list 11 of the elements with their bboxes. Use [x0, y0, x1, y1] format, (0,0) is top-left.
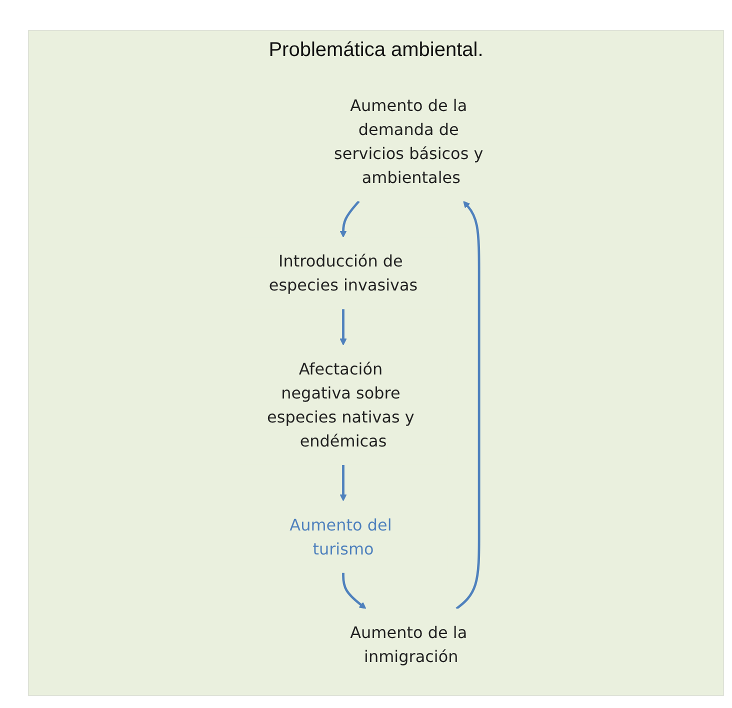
node-text: Afectación negativa sobre especies nativas y endémicas — [266, 359, 414, 450]
arrow — [340, 464, 347, 502]
node-text: Aumento de la demanda de servicios básicos y ambientales — [334, 96, 483, 187]
node-text: Aumento de la inmigración — [350, 623, 467, 666]
arrow — [455, 200, 480, 610]
node-text: Introducción de especies invasivas — [268, 252, 418, 295]
node-text: Aumento del turismo — [289, 515, 392, 558]
arrow — [340, 200, 360, 238]
arrow — [340, 309, 347, 346]
arrow — [342, 572, 366, 609]
diagram-title: Problemática ambiental. — [268, 39, 484, 62]
